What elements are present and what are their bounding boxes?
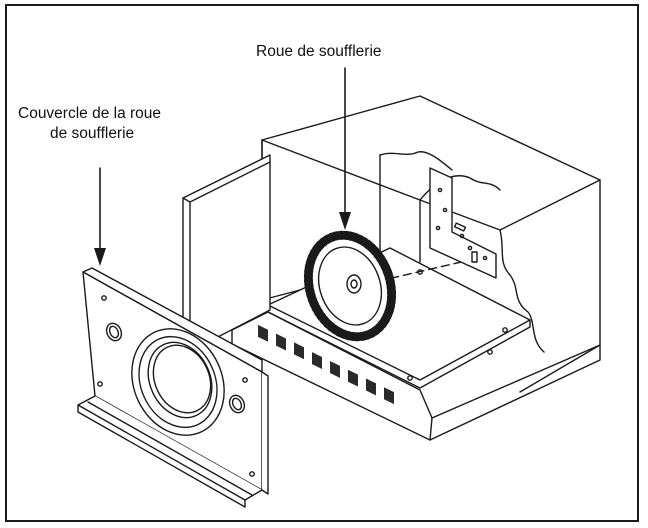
blower-cover-label-line1: Couvercle de la roue [18,105,162,122]
blower-wheel-cover [77,267,269,508]
cabinet-housing [231,95,601,441]
vent-slots [258,324,394,405]
blower-cover-label-line2: de soufflerie [50,125,135,142]
side-panel [182,154,271,356]
blower-wheel-label: Roue de soufflerie [256,43,382,60]
callout-arrows [94,67,351,266]
blower-wheel [303,230,397,342]
motor-bracket [429,167,497,279]
